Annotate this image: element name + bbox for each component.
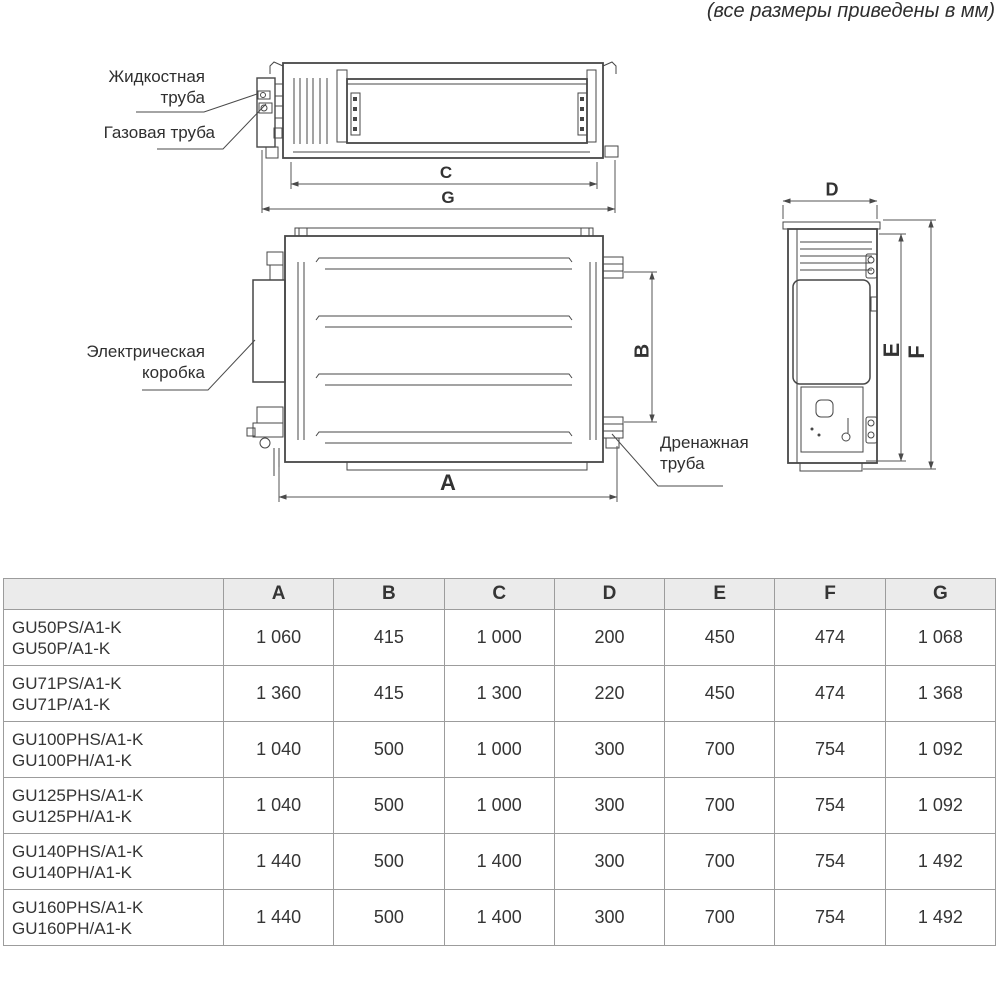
value-cell: 450 <box>664 609 776 666</box>
model-cell: GU140PHS/A1-K GU140PH/A1-K <box>3 833 224 890</box>
drain-pipe-label: Дренажная труба <box>660 433 749 473</box>
drain-pipe-shape <box>605 437 620 449</box>
table-row: GU160PHS/A1-K GU160PH/A1-K 1 440 500 1 4… <box>3 889 997 946</box>
value-cell: 500 <box>333 721 445 778</box>
value-cell: 500 <box>333 833 445 890</box>
table-row: GU125PHS/A1-K GU125PH/A1-K 1 040 500 1 0… <box>3 777 997 834</box>
value-cell: 1 400 <box>443 833 555 890</box>
value-cell: 300 <box>553 833 666 890</box>
callout-leaders <box>136 93 723 487</box>
dim-label-e: E <box>879 342 904 358</box>
dim-label-b: B <box>631 343 654 359</box>
value-cell: 474 <box>774 665 886 722</box>
value-cell: 1 092 <box>884 777 997 834</box>
header-model <box>3 578 224 610</box>
value-cell: 1 092 <box>884 721 997 778</box>
value-cell: 1 300 <box>443 665 555 722</box>
value-cell: 1 360 <box>222 665 335 722</box>
value-cell: 474 <box>774 609 886 666</box>
value-cell: 300 <box>553 721 666 778</box>
dim-label-d: D <box>825 179 839 200</box>
value-cell: 500 <box>333 889 445 946</box>
table-row: GU71PS/A1-K GU71P/A1-K 1 360 415 1 300 2… <box>3 665 997 722</box>
dim-label-f: F <box>904 345 929 359</box>
value-cell: 220 <box>553 665 666 722</box>
electrical-box-leader <box>142 339 256 391</box>
table-header-row: A B C D E F G <box>3 578 997 610</box>
table-row: GU140PHS/A1-K GU140PH/A1-K 1 440 500 1 4… <box>3 833 997 890</box>
value-cell: 700 <box>664 889 776 946</box>
header-b: B <box>333 578 445 610</box>
table-row: GU100PHS/A1-K GU100PH/A1-K 1 040 500 1 0… <box>3 721 997 778</box>
electrical-box-label: Электрическая коробка <box>86 342 205 382</box>
value-cell: 1 000 <box>443 777 555 834</box>
gas-pipe-label: Газовая труба <box>103 123 215 142</box>
header-d: D <box>553 578 666 610</box>
value-cell: 1 440 <box>222 889 335 946</box>
units-note: (все размеры приведены в мм) <box>706 0 995 22</box>
liquid-pipe-leader <box>136 93 258 113</box>
model-cell: GU125PHS/A1-K GU125PH/A1-K <box>3 777 224 834</box>
value-cell: 1 400 <box>443 889 555 946</box>
value-cell: 300 <box>553 777 666 834</box>
dim-label-c: C <box>439 163 453 182</box>
value-cell: 700 <box>664 833 776 890</box>
table-row: GU50PS/A1-K GU50P/A1-K 1 060 415 1 000 2… <box>3 609 997 666</box>
value-cell: 1 040 <box>222 721 335 778</box>
model-cell: GU71PS/A1-K GU71P/A1-K <box>3 665 224 722</box>
electrical-box-shape <box>252 279 286 383</box>
value-cell: 450 <box>664 665 776 722</box>
model-cell: GU160PHS/A1-K GU160PH/A1-K <box>3 889 224 946</box>
top-view-drawing <box>246 227 624 476</box>
header-e: E <box>664 578 776 610</box>
header-g: G <box>884 578 997 610</box>
value-cell: 1 040 <box>222 777 335 834</box>
model-cell: GU100PHS/A1-K GU100PH/A1-K <box>3 721 224 778</box>
value-cell: 754 <box>774 721 886 778</box>
value-cell: 1 060 <box>222 609 335 666</box>
value-cell: 1 492 <box>884 833 997 890</box>
value-cell: 200 <box>553 609 666 666</box>
dim-label-a: A <box>440 470 456 495</box>
side-view-drawing <box>782 221 881 472</box>
value-cell: 300 <box>553 889 666 946</box>
value-cell: 1 000 <box>443 609 555 666</box>
value-cell: 700 <box>664 721 776 778</box>
front-view-dimensions <box>261 150 616 213</box>
value-cell: 1 368 <box>884 665 997 722</box>
top-view-dimensions <box>278 271 657 502</box>
model-cell: GU50PS/A1-K GU50P/A1-K <box>3 609 224 666</box>
value-cell: 1 492 <box>884 889 997 946</box>
value-cell: 754 <box>774 889 886 946</box>
value-cell: 1 068 <box>884 609 997 666</box>
dim-label-g: G <box>441 188 455 207</box>
value-cell: 754 <box>774 833 886 890</box>
value-cell: 700 <box>664 777 776 834</box>
header-c: C <box>443 578 555 610</box>
value-cell: 1 000 <box>443 721 555 778</box>
front-view-drawing <box>256 61 619 159</box>
gas-pipe-leader <box>157 103 267 150</box>
header-a: A <box>222 578 335 610</box>
header-f: F <box>774 578 886 610</box>
value-cell: 1 440 <box>222 833 335 890</box>
side-view-dimensions <box>782 198 936 470</box>
unit-dimension-drawing <box>136 61 936 502</box>
drain-pipe-leader <box>611 433 723 487</box>
value-cell: 500 <box>333 777 445 834</box>
value-cell: 754 <box>774 777 886 834</box>
value-cell: 415 <box>333 665 445 722</box>
value-cell: 415 <box>333 609 445 666</box>
dimensions-table: A B C D E F G GU50PS/A1-K GU50P/A1-K 1 0… <box>3 578 997 946</box>
liquid-pipe-label: Жидкостная труба <box>108 67 205 107</box>
